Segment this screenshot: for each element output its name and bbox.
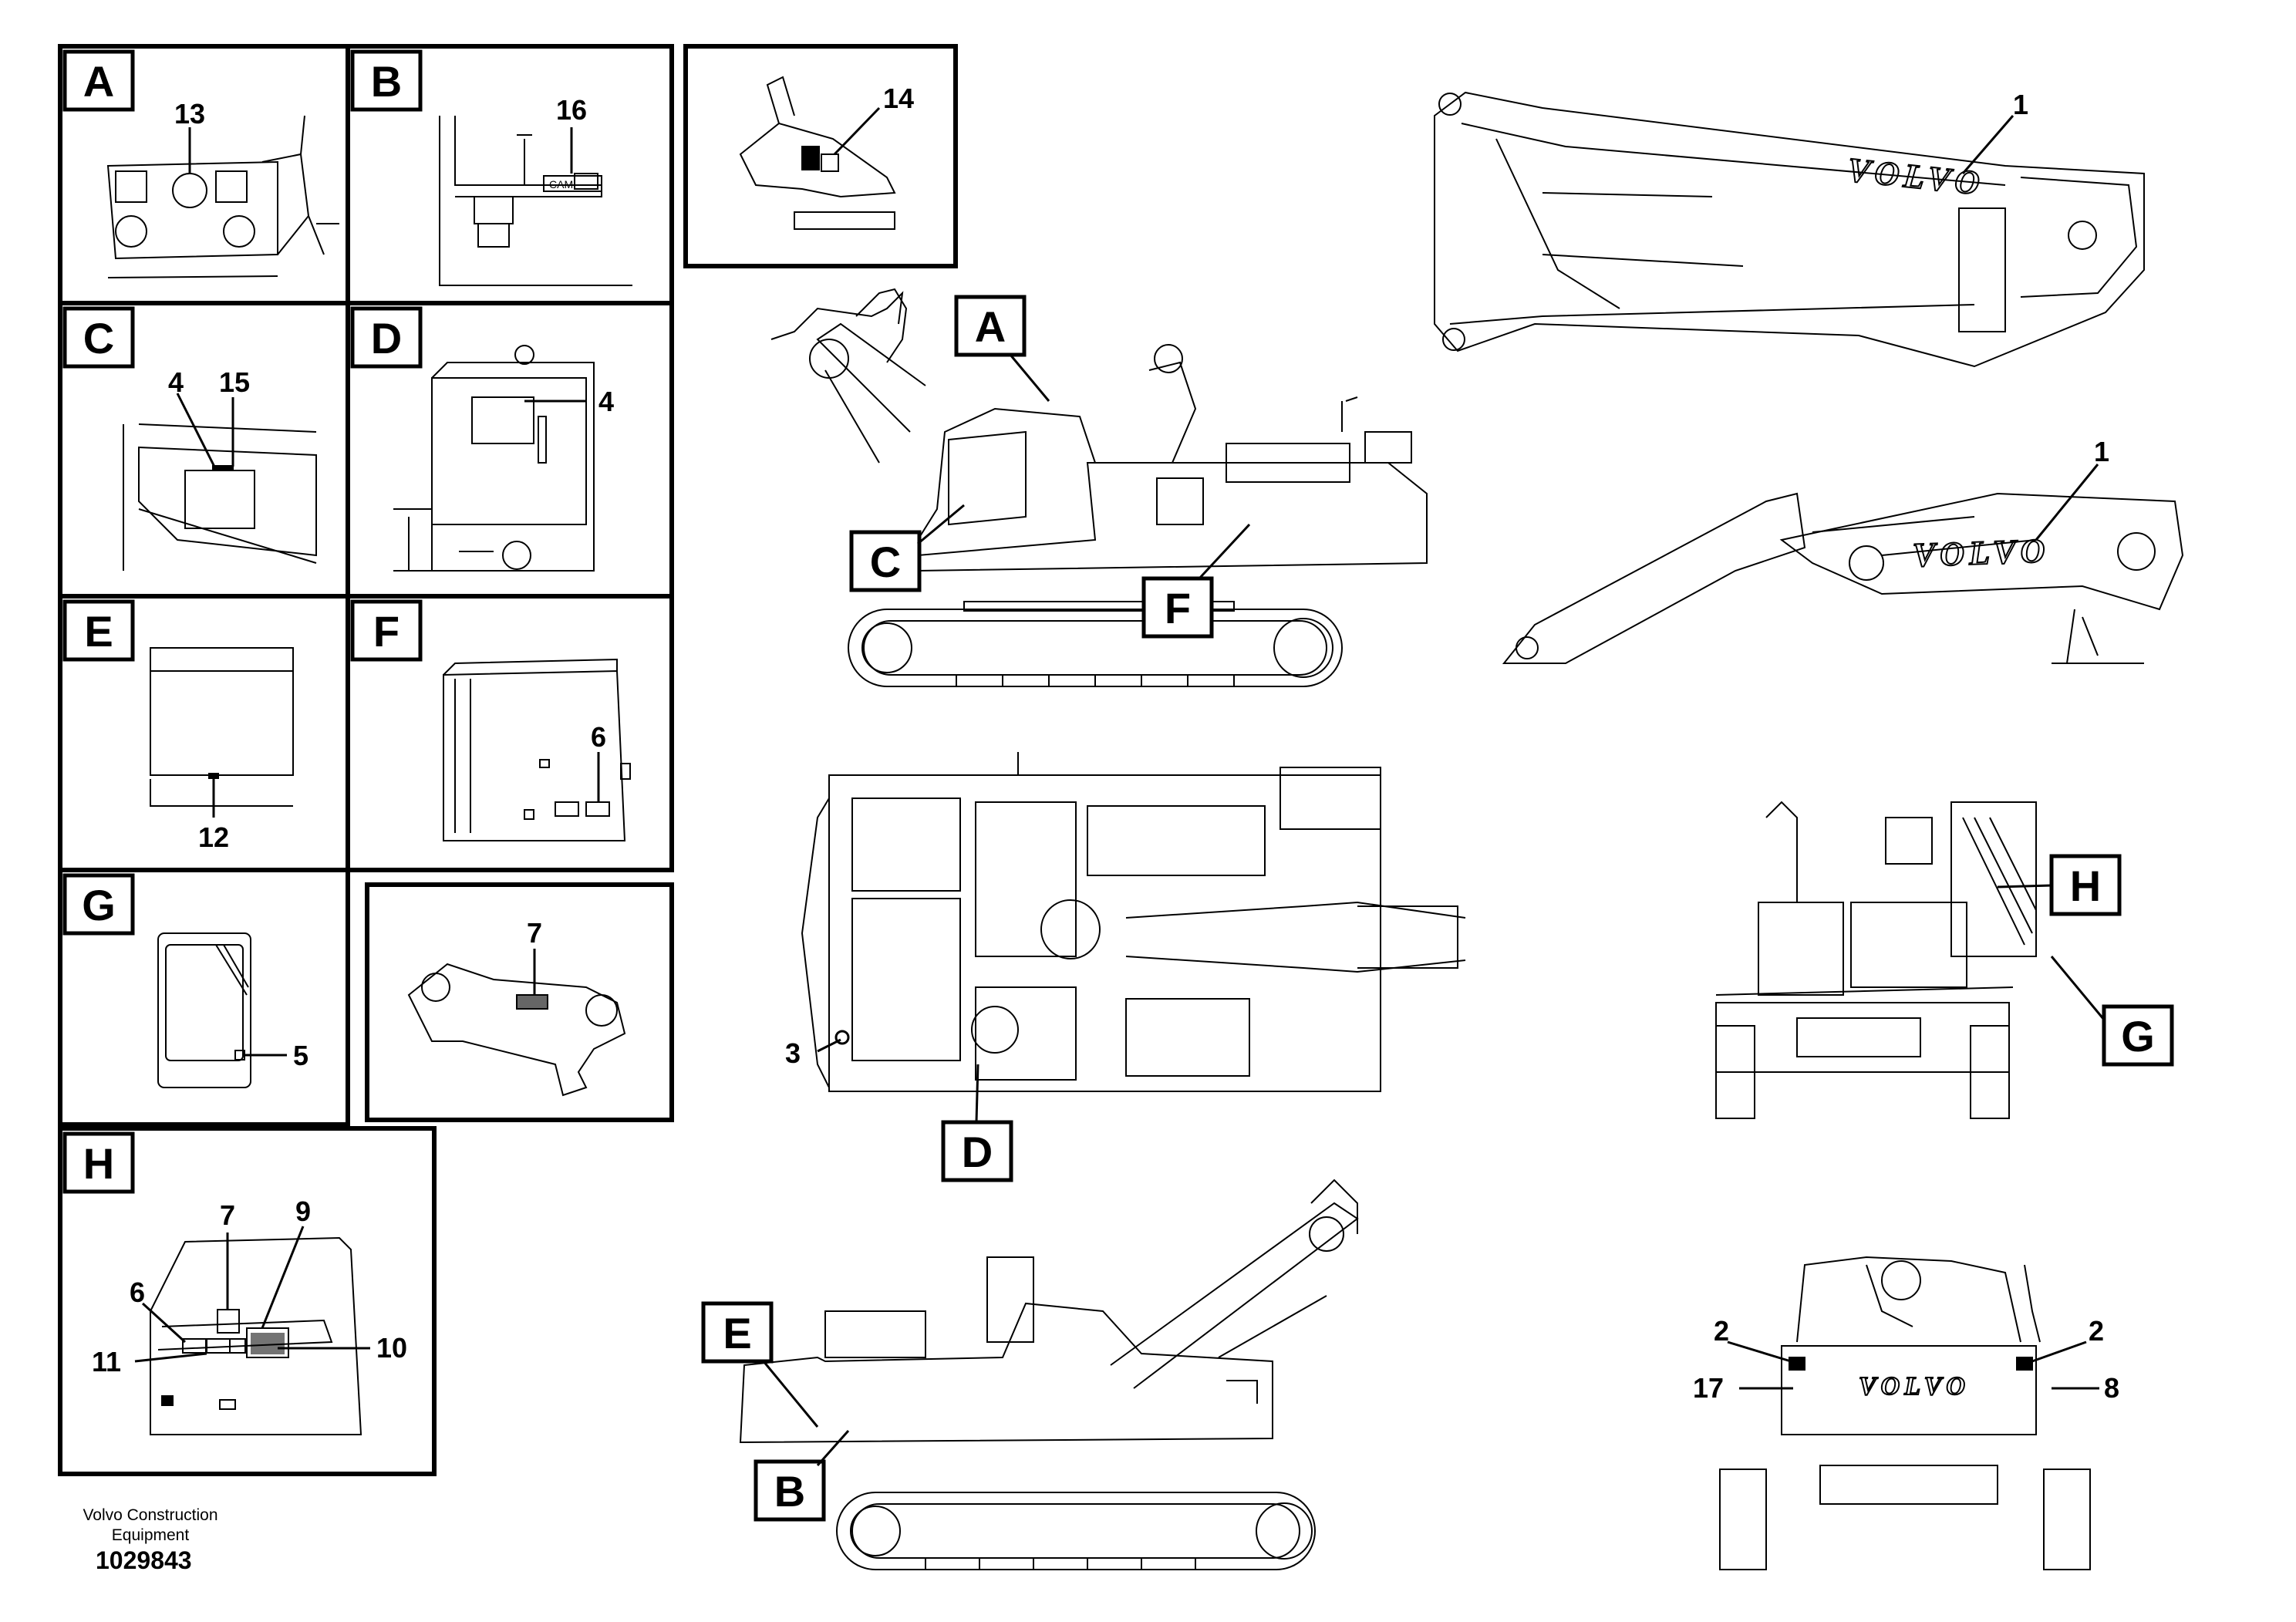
panel-e-letter: E <box>84 607 113 656</box>
machine-side-view <box>770 288 1428 687</box>
joystick-drawing <box>739 76 896 230</box>
panel-f-letter: F <box>373 607 400 656</box>
callout-h-7: 7 <box>220 1199 235 1231</box>
callout-h-10: 10 <box>376 1332 407 1364</box>
callout-f-6: 6 <box>591 721 606 753</box>
panel-b-drawing <box>439 116 632 286</box>
panel-e-drawing <box>150 647 294 807</box>
callout-14: 14 <box>883 83 914 114</box>
cam-decal-text: CAM <box>549 178 573 191</box>
callout-g-5: 5 <box>293 1040 308 1071</box>
detail-panel-grid <box>58 44 958 1476</box>
callout-16: 16 <box>556 94 587 126</box>
callout-h-6: 6 <box>130 1276 145 1308</box>
side-view-label-boxes <box>849 295 1214 639</box>
rear-label-g: G <box>2121 1012 2155 1061</box>
callout-c-4: 4 <box>168 366 184 398</box>
side-lower-label-boxes <box>701 1301 826 1522</box>
callout-d-4: 4 <box>598 386 614 417</box>
callout-h-11: 11 <box>92 1346 121 1378</box>
panel-g-drawing <box>157 932 251 1088</box>
rear-view-lower-drawing <box>1719 1256 2091 1570</box>
callout-1-long: 1 <box>2013 89 2028 120</box>
side-label-c: C <box>870 538 901 586</box>
callout-2-left: 2 <box>1714 1315 1729 1347</box>
callout-1-short: 1 <box>2094 436 2109 467</box>
rear-volvo-logo: VOLVO <box>1859 1372 1970 1401</box>
callout-coupler-7: 7 <box>527 917 542 949</box>
long-boom-volvo-logo: VOLVO <box>1846 150 1986 202</box>
panel-c-drawing <box>123 423 317 571</box>
callout-h-9: 9 <box>295 1195 311 1227</box>
panel-c-letter: C <box>83 314 114 363</box>
callout-2-right: 2 <box>2089 1315 2104 1347</box>
panel-g-letter: G <box>82 881 116 929</box>
panel-b-letter: B <box>371 57 402 106</box>
panel-a-drawing <box>106 115 339 278</box>
callout-3: 3 <box>785 1037 801 1069</box>
machine-side-view-lower <box>739 1179 1359 1570</box>
panel-d-letter: D <box>371 314 402 363</box>
callout-8: 8 <box>2104 1372 2119 1404</box>
short-boom-drawing <box>1502 492 2184 664</box>
callout-17: 17 <box>1693 1372 1724 1404</box>
machine-top-view <box>801 752 1466 1092</box>
panel-letter-boxes <box>62 49 423 1194</box>
top-view-label-box <box>941 1120 1013 1182</box>
panel-h-letter: H <box>83 1139 114 1188</box>
long-boom-drawing <box>1434 91 2145 368</box>
top-label-d: D <box>962 1128 993 1176</box>
side-label-f: F <box>1165 584 1191 632</box>
callout-13: 13 <box>174 98 205 130</box>
rear-label-h: H <box>2070 862 2101 910</box>
callout-12: 12 <box>198 821 229 853</box>
panel-a-letter: A <box>83 57 114 106</box>
short-boom-volvo-logo: VOLVO <box>1912 531 2050 574</box>
coupler-drawing <box>407 963 626 1097</box>
footer-doc-number: 1029843 <box>96 1546 192 1574</box>
footer-company-line1: Volvo Construction <box>83 1506 218 1524</box>
rear-upper-label-boxes <box>2049 854 2174 1067</box>
lower-label-b: B <box>774 1467 805 1516</box>
footer-company: Volvo Construction Equipment <box>77 1506 224 1546</box>
rear-view-upper-drawing <box>1715 801 2037 1119</box>
panel-f-drawing <box>443 658 631 841</box>
lower-label-e: E <box>723 1309 751 1357</box>
side-label-a: A <box>975 302 1006 351</box>
callout-15: 15 <box>219 366 250 398</box>
panel-d-drawing <box>393 345 595 572</box>
footer-company-line2: Equipment <box>111 1526 190 1544</box>
